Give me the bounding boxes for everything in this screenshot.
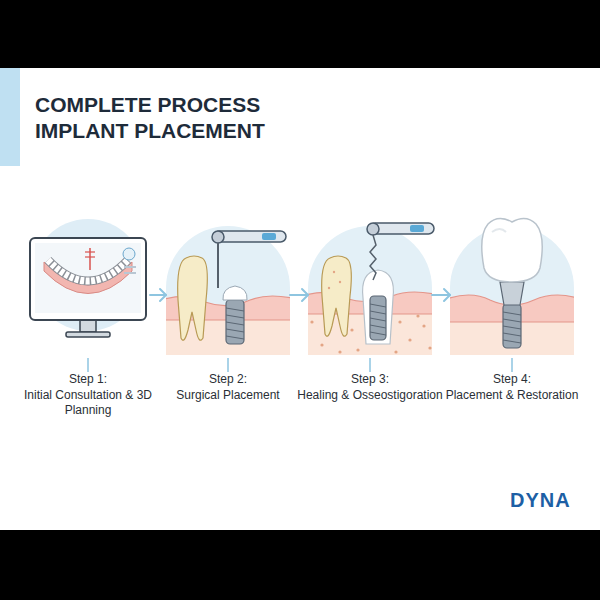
natural-tooth xyxy=(178,256,208,340)
brand-logo: DYNA xyxy=(510,489,571,512)
drill-handpiece xyxy=(367,223,434,280)
step-number: Step 1: xyxy=(13,372,163,387)
healing-illustration xyxy=(302,220,442,360)
monitor-frame xyxy=(30,238,146,320)
abutment xyxy=(500,282,524,305)
step-description: Surgical Placement xyxy=(153,388,303,403)
diagram-title: COMPLETE PROCESS IMPLANT PLACEMENT xyxy=(35,92,270,144)
bottom-bar xyxy=(0,530,600,600)
implant-threads xyxy=(370,304,386,335)
step-caption: Step 4:Placement & Restoration xyxy=(437,372,587,403)
handpiece-head xyxy=(367,223,379,235)
step-number: Step 4: xyxy=(437,372,587,387)
arrow-shaft xyxy=(432,294,450,296)
handpiece-grip xyxy=(410,225,424,232)
integration-zone xyxy=(363,270,394,344)
step-node: Step 1:Initial Consultation & 3D Plannin… xyxy=(28,226,148,431)
monitor-base xyxy=(66,332,110,337)
step-caption: Step 2:Surgical Placement xyxy=(153,372,303,403)
step-caption: Step 1:Initial Consultation & 3D Plannin… xyxy=(13,372,163,418)
step-caption: Step 3:Healing & Osseostigoration xyxy=(295,372,445,403)
flow-arrow xyxy=(432,289,450,301)
leader-line xyxy=(511,358,513,372)
step-description: Placement & Restoration xyxy=(437,388,587,403)
step-description: Initial Consultation & 3D Planning xyxy=(13,388,163,418)
step-description: Healing & Osseostigoration xyxy=(295,388,445,403)
drill-bit xyxy=(217,243,219,288)
step-node: Step 3:Healing & Osseostigoration xyxy=(310,226,430,431)
plan-marker xyxy=(89,248,91,270)
leader-line xyxy=(227,358,229,372)
handpiece-head xyxy=(212,231,224,243)
drill-bit xyxy=(370,235,376,280)
natural-tooth xyxy=(322,256,352,336)
healing-cap xyxy=(223,286,247,300)
implant-screw xyxy=(370,296,386,340)
bone-dots xyxy=(310,271,431,354)
step-node: Step 2:Surgical Placement xyxy=(168,226,288,431)
screen-icon xyxy=(124,266,136,268)
jaw-teeth xyxy=(48,260,128,281)
arrow-head xyxy=(302,289,308,301)
monitor-stand xyxy=(80,320,96,332)
dental-crown xyxy=(482,218,543,282)
arrow-shaft xyxy=(150,294,166,296)
implant-threads xyxy=(503,312,521,343)
teeth-outline xyxy=(48,260,128,281)
handpiece-grip xyxy=(262,233,276,240)
crown-shine xyxy=(492,229,506,232)
drill-handpiece xyxy=(212,231,286,288)
plan-marker xyxy=(85,251,95,252)
implant-screw xyxy=(226,300,244,344)
handpiece-body xyxy=(214,231,286,242)
arrow-shaft xyxy=(290,294,308,296)
leader-lines xyxy=(88,358,512,372)
implant-threads xyxy=(226,308,244,339)
step-number: Step 2: xyxy=(153,372,303,387)
card-background xyxy=(0,68,600,530)
monitor-screen xyxy=(35,243,141,313)
surgery-illustration xyxy=(160,220,300,360)
screen-icon xyxy=(123,248,135,260)
crown-assembly xyxy=(482,218,543,305)
leader-line xyxy=(369,358,371,372)
implant-screw xyxy=(503,304,521,348)
arrow-head xyxy=(160,289,166,301)
plan-marker xyxy=(85,256,95,257)
flow-arrow xyxy=(290,289,308,301)
planning-illustration xyxy=(30,219,146,337)
top-bar xyxy=(0,0,600,68)
panel-dome xyxy=(302,220,442,360)
step-number: Step 3: xyxy=(295,372,445,387)
accent-bar xyxy=(0,68,20,166)
flow-arrow xyxy=(150,289,166,301)
step-node: Step 4:Placement & Restoration xyxy=(452,226,572,431)
panel-dome xyxy=(160,220,300,360)
screen-icon xyxy=(124,272,136,274)
arrow-head xyxy=(444,289,450,301)
leader-line xyxy=(87,358,89,372)
